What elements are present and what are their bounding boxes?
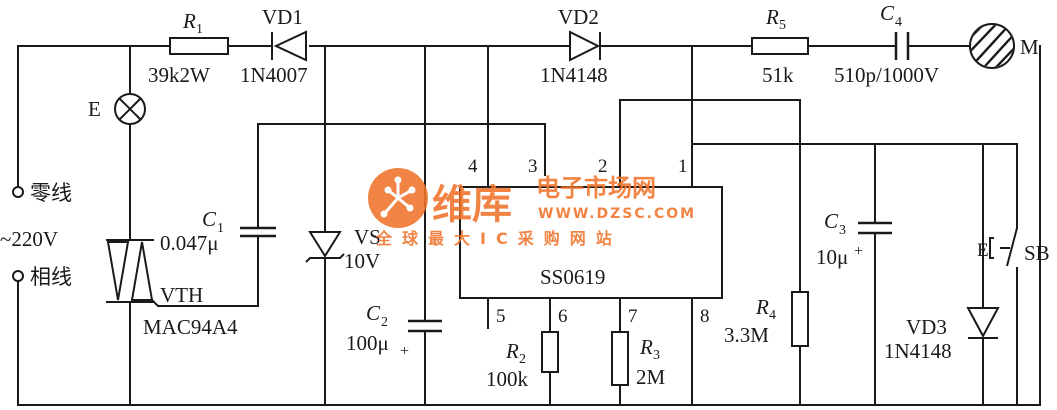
r1-value: 39k2W [148, 63, 210, 87]
r3-symbol: R [639, 335, 653, 359]
r2-subscript: 2 [519, 352, 526, 367]
vd3-value: 1N4148 [884, 339, 952, 363]
pin-1: 1 [678, 156, 688, 177]
pin-5: 5 [496, 306, 506, 327]
c3-value: 10μ [816, 245, 848, 269]
sb-name: SB [1024, 241, 1050, 265]
sb-switch [989, 227, 1018, 267]
r4-subscript: 4 [769, 308, 776, 323]
c4-subscript: 4 [895, 15, 902, 30]
r5-resistor [751, 37, 809, 55]
r5-symbol: R [765, 5, 779, 29]
c4-value: 510p/1000V [834, 63, 939, 87]
c2-capacitor [408, 319, 442, 333]
r5-subscript: 5 [779, 18, 786, 33]
c1-symbol: C [202, 207, 217, 231]
vd1-diode [271, 30, 307, 62]
r4-value: 3.3M [724, 323, 769, 347]
neutral-label: 零线 [30, 181, 72, 205]
r5-value: 51k [762, 63, 794, 87]
pin-3: 3 [528, 156, 538, 177]
sb-mark: E [977, 240, 989, 261]
wire-pin2 [619, 99, 801, 293]
vd3-name: VD3 [906, 315, 947, 339]
r3-subscript: 3 [653, 348, 660, 363]
phase-terminal [12, 270, 24, 282]
c4-symbol: C [880, 1, 895, 25]
c2-subscript: 2 [381, 315, 388, 330]
c2-polarity: + [400, 343, 409, 360]
pin-4: 4 [468, 156, 478, 177]
vd1-value: 1N4007 [240, 63, 308, 87]
pin-2: 2 [598, 156, 608, 177]
watermark-url: WWW.DZSC.COM [538, 206, 696, 222]
vs-value: 10V [344, 249, 380, 273]
r2-resistor [541, 331, 559, 373]
vd1-name: VD1 [262, 5, 303, 29]
r2-value: 100k [486, 367, 529, 391]
voltage-label: ~220V [0, 227, 58, 251]
r2-symbol: R [505, 339, 519, 363]
c3-symbol: C [824, 209, 839, 233]
c1-capacitor [240, 226, 276, 238]
vd2-diode [569, 30, 601, 62]
motor-m [969, 23, 1015, 69]
vd2-name: VD2 [558, 5, 599, 29]
c1-subscript: 1 [217, 221, 224, 236]
watermark-slogan: 全球最大IC采购网站 [375, 229, 622, 248]
vs-name: VS [354, 225, 381, 249]
pin-8: 8 [700, 306, 710, 327]
neutral-terminal [12, 186, 24, 198]
c2-value: 100μ [346, 331, 389, 355]
c3-polarity: + [854, 243, 863, 260]
r4-symbol: R [755, 295, 769, 319]
vth-value: MAC94A4 [143, 315, 238, 339]
r1-symbol: R [182, 9, 196, 33]
wire-c1-top [257, 123, 546, 229]
r1-resistor [169, 37, 229, 55]
vd2-value: 1N4148 [540, 63, 608, 87]
c4-capacitor [894, 32, 910, 60]
lamp-e [114, 93, 146, 125]
motor-label: M [1020, 35, 1039, 59]
vth-triac [106, 239, 154, 303]
watermark-logo-icon [368, 168, 428, 228]
r1-subscript: 1 [196, 22, 203, 37]
watermark-brand: 维库 [432, 182, 512, 228]
c3-capacitor [858, 221, 892, 235]
r3-resistor [611, 331, 629, 386]
c2-symbol: C [366, 301, 381, 325]
vd3-diode [966, 307, 1000, 339]
watermark: 维库 电子市场网 WWW.DZSC.COM 全球最大IC采购网站 [368, 168, 696, 248]
c1-value: 0.047μ [160, 231, 219, 255]
ic-label: SS0619 [540, 265, 605, 289]
r3-value: 2M [636, 365, 666, 389]
r4-resistor [791, 291, 809, 347]
watermark-tagline: 电子市场网 [536, 174, 656, 202]
vs-zener [305, 231, 345, 263]
ic-ss0619 [459, 186, 723, 299]
pin-6: 6 [558, 306, 568, 327]
vth-name: VTH [160, 283, 203, 307]
lamp-label: E [88, 97, 101, 121]
c3-subscript: 3 [839, 223, 846, 238]
phase-label: 相线 [30, 265, 72, 289]
pin-7: 7 [628, 306, 638, 327]
